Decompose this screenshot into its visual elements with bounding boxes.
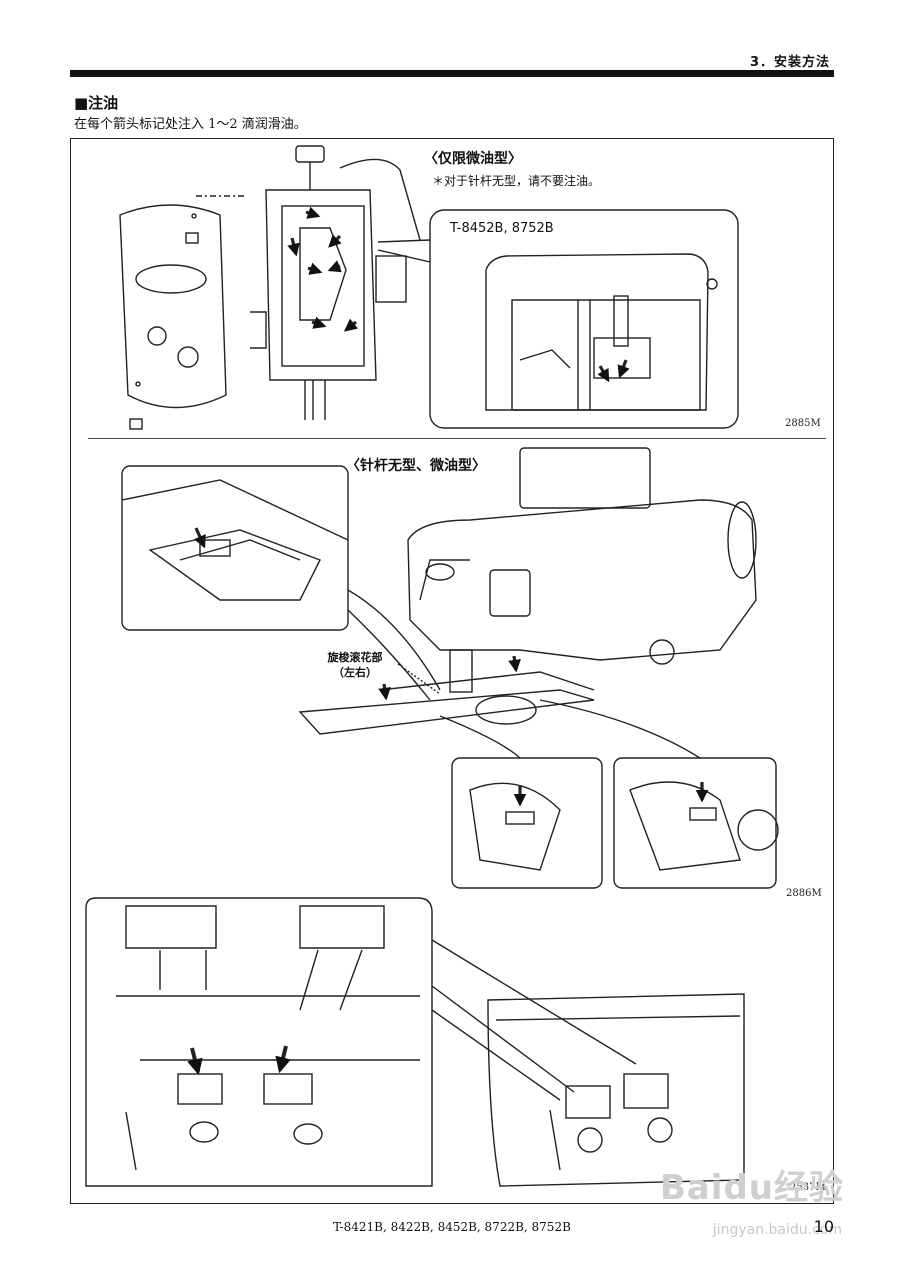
inset-box-mid-left [451,757,603,889]
page-number: 10 [813,1217,834,1236]
figure-code-top: 2885M [785,418,821,429]
inset-model-label: T-8452B, 8752B [450,221,554,236]
figure-divider [88,438,826,439]
inset-box-top [429,209,739,429]
baidu-watermark-url: jingyan.baidu.com [712,1222,842,1238]
panel-top-note: ＊对于针杆无型，请不要注油。 [432,174,601,188]
hook-knurl-sublabel: （左右） [333,666,377,679]
footer-model-list: T-8421B, 8422B, 8452B, 8722B, 8752B [333,1220,571,1234]
figure-code-middle: 2886M [786,888,822,899]
sewing-head-front [250,145,421,420]
sewing-machine [298,447,757,735]
panel-middle-title: 〈针杆无型、微油型〉 [346,458,486,474]
baidu-watermark: Baidu经验 [659,1168,844,1208]
section-title: ■注油 [74,94,119,112]
figure-code-bottom: 2537M [790,1182,826,1193]
header-rule [70,70,834,77]
hook-knurl-label: 旋梭滚花部 [327,651,383,664]
face-plate-cover [119,204,227,430]
inset-box-mid-right [613,757,777,889]
section-description: 在每个箭头标记处注入 1～2 滴润滑油。 [74,117,307,132]
figure-frame [70,138,834,1204]
inset-box-left [121,465,349,631]
inset-box-bottom [85,897,433,1187]
panel-top-title: 〈仅限微油型〉 [424,151,522,167]
chapter-header: 3．安装方法 [749,55,830,70]
